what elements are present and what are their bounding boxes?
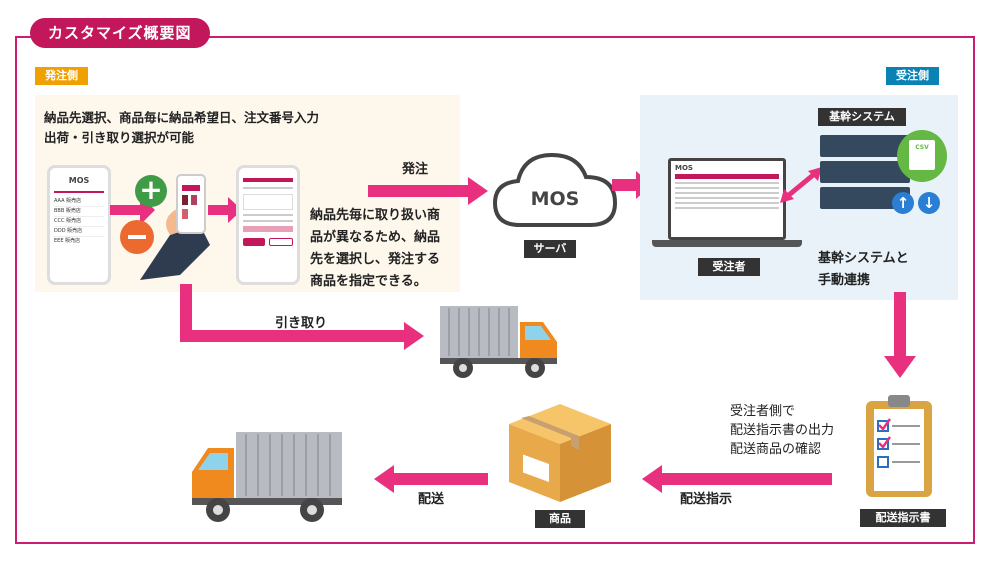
arrow-down-icon [884, 292, 916, 378]
delivery-arrow [374, 465, 488, 493]
order-side-tag: 発注側 [35, 67, 88, 85]
server-rack-unit [820, 135, 910, 157]
pickup-arrow [180, 284, 424, 350]
note-line: 配送商品の確認 [730, 442, 822, 457]
form-submit-button[interactable] [243, 238, 265, 246]
order-heading-line2: 出荷・引き取り選択が可能 [44, 130, 195, 145]
arrow-right-icon [208, 197, 242, 223]
order-heading-line1: 納品先選択、商品毎に納品希望日、注文番号入力 [44, 110, 320, 125]
laptop-base [652, 240, 802, 247]
delivery-instruction-label: 配送指示 [680, 492, 733, 507]
phone-logo: MOS [68, 176, 90, 185]
csv-label: CSV [915, 144, 929, 151]
delivery-instruction-arrow [642, 465, 832, 493]
server-rack-unit [820, 161, 910, 183]
minus-icon[interactable] [120, 220, 154, 254]
server-label: サーバ [524, 240, 576, 258]
form-cancel-button[interactable] [269, 238, 293, 246]
sync-note: 基幹システムと 手動連携 [818, 248, 909, 292]
store-item[interactable]: CCC 販売店 [54, 217, 104, 227]
desc-line: 先を選択し、発注する [310, 252, 441, 267]
product-label: 商品 [535, 510, 585, 528]
desc-line: 商品を指定できる。 [310, 274, 427, 289]
note-line: 配送指示書の出力 [730, 423, 835, 438]
delivery-label: 配送 [418, 492, 445, 507]
laptop-screen: MOS [668, 158, 786, 240]
diagram-title: カスタマイズ概要図 [30, 18, 210, 48]
diagram-frame [15, 36, 975, 544]
store-item[interactable]: DDD 販売店 [54, 227, 104, 237]
note-line: 受注者側で [730, 404, 796, 419]
store-item[interactable]: EEE 販売店 [54, 238, 81, 244]
order-label: 発注 [402, 162, 429, 177]
receiver-side-tag: 受注側 [886, 67, 939, 85]
laptop-logo: MOS [675, 164, 693, 172]
order-arrow [368, 177, 488, 205]
upload-arrow-icon: ↑ [892, 192, 914, 214]
server-logo: MOS [530, 188, 580, 210]
plus-icon[interactable]: + [135, 175, 167, 207]
clipboard-icon [866, 395, 932, 497]
delivery-truck-icon [192, 432, 342, 522]
cloud-server-icon [492, 152, 618, 227]
csv-file-icon: CSV [897, 130, 947, 182]
store-item[interactable]: BBB 販売店 [54, 207, 104, 217]
sync-arrow-icon [780, 167, 822, 203]
download-arrow-icon: ↓ [918, 192, 940, 214]
sync-line: 基幹システムと [818, 251, 909, 266]
receiver-note: 受注者側で 配送指示書の出力 配送商品の確認 [730, 402, 834, 459]
pickup-truck-icon [440, 306, 557, 378]
order-desc: 納品先毎に取り扱い商 品が異なるため、納品 先を選択し、発注する 商品を指定でき… [310, 205, 440, 293]
phone-order-form [236, 165, 300, 285]
core-system-label: 基幹システム [818, 108, 906, 126]
sync-line: 手動連携 [818, 273, 871, 288]
desc-line: 品が異なるため、納品 [310, 230, 441, 245]
product-box-icon [509, 404, 611, 502]
phone-store-list: MOS AAA 販売店 BBB 販売店 CCC 販売店 DDD 販売店 EEE … [47, 165, 111, 285]
desc-line: 納品先毎に取り扱い商 [310, 208, 441, 223]
store-item[interactable]: AAA 販売店 [54, 197, 104, 207]
receiver-label: 受注者 [698, 258, 760, 276]
clipboard-label: 配送指示書 [860, 509, 946, 527]
server-rack-unit [820, 187, 910, 209]
pickup-label: 引き取り [275, 316, 328, 331]
